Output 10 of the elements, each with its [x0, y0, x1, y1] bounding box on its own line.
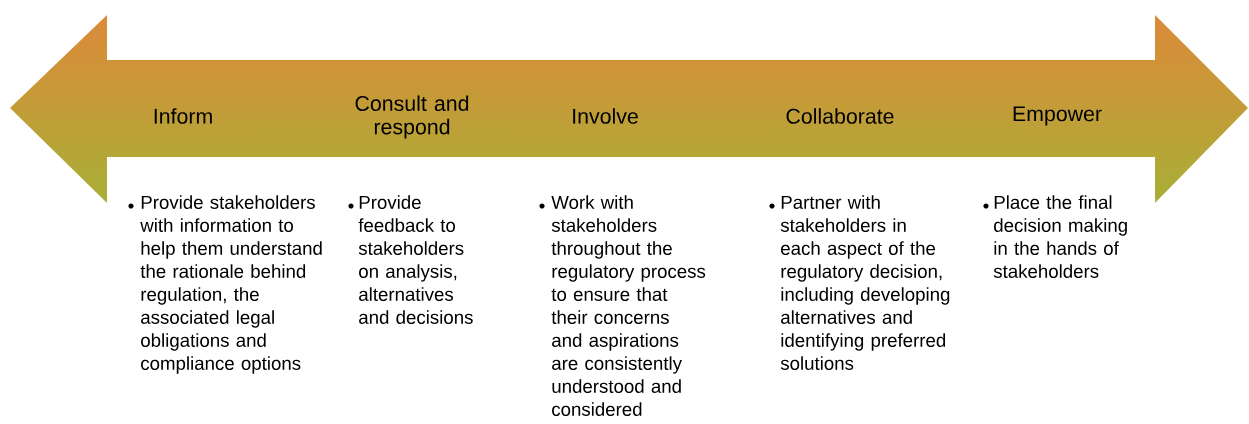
stage-heading: Involve	[573, 108, 638, 124]
description-text: Work with stakeholders throughout the regulatory process to ensure that their concerns and aspirations are consistently understood and considered	[551, 195, 706, 416]
stage-heading: Inform	[154, 108, 212, 124]
description-text: Partner with stakeholders in each aspect of the regulatory decision, including developing alternatives and identifying preferred solutions	[780, 195, 950, 370]
description-text: Place the final decision making in the hands of stakeholders	[993, 195, 1127, 278]
stage-heading: Empower	[1013, 106, 1102, 126]
description-text: Provide feedback to stakeholders on analysis, alternatives and decisions	[358, 195, 473, 324]
description-text: Provide stakeholders with information to help them understand the rationale behind regulation, the associated legal obligations and compliance options	[140, 195, 322, 374]
stage-heading: Collaborate	[786, 108, 894, 124]
stage-heading: Consult and respond	[355, 95, 469, 139]
